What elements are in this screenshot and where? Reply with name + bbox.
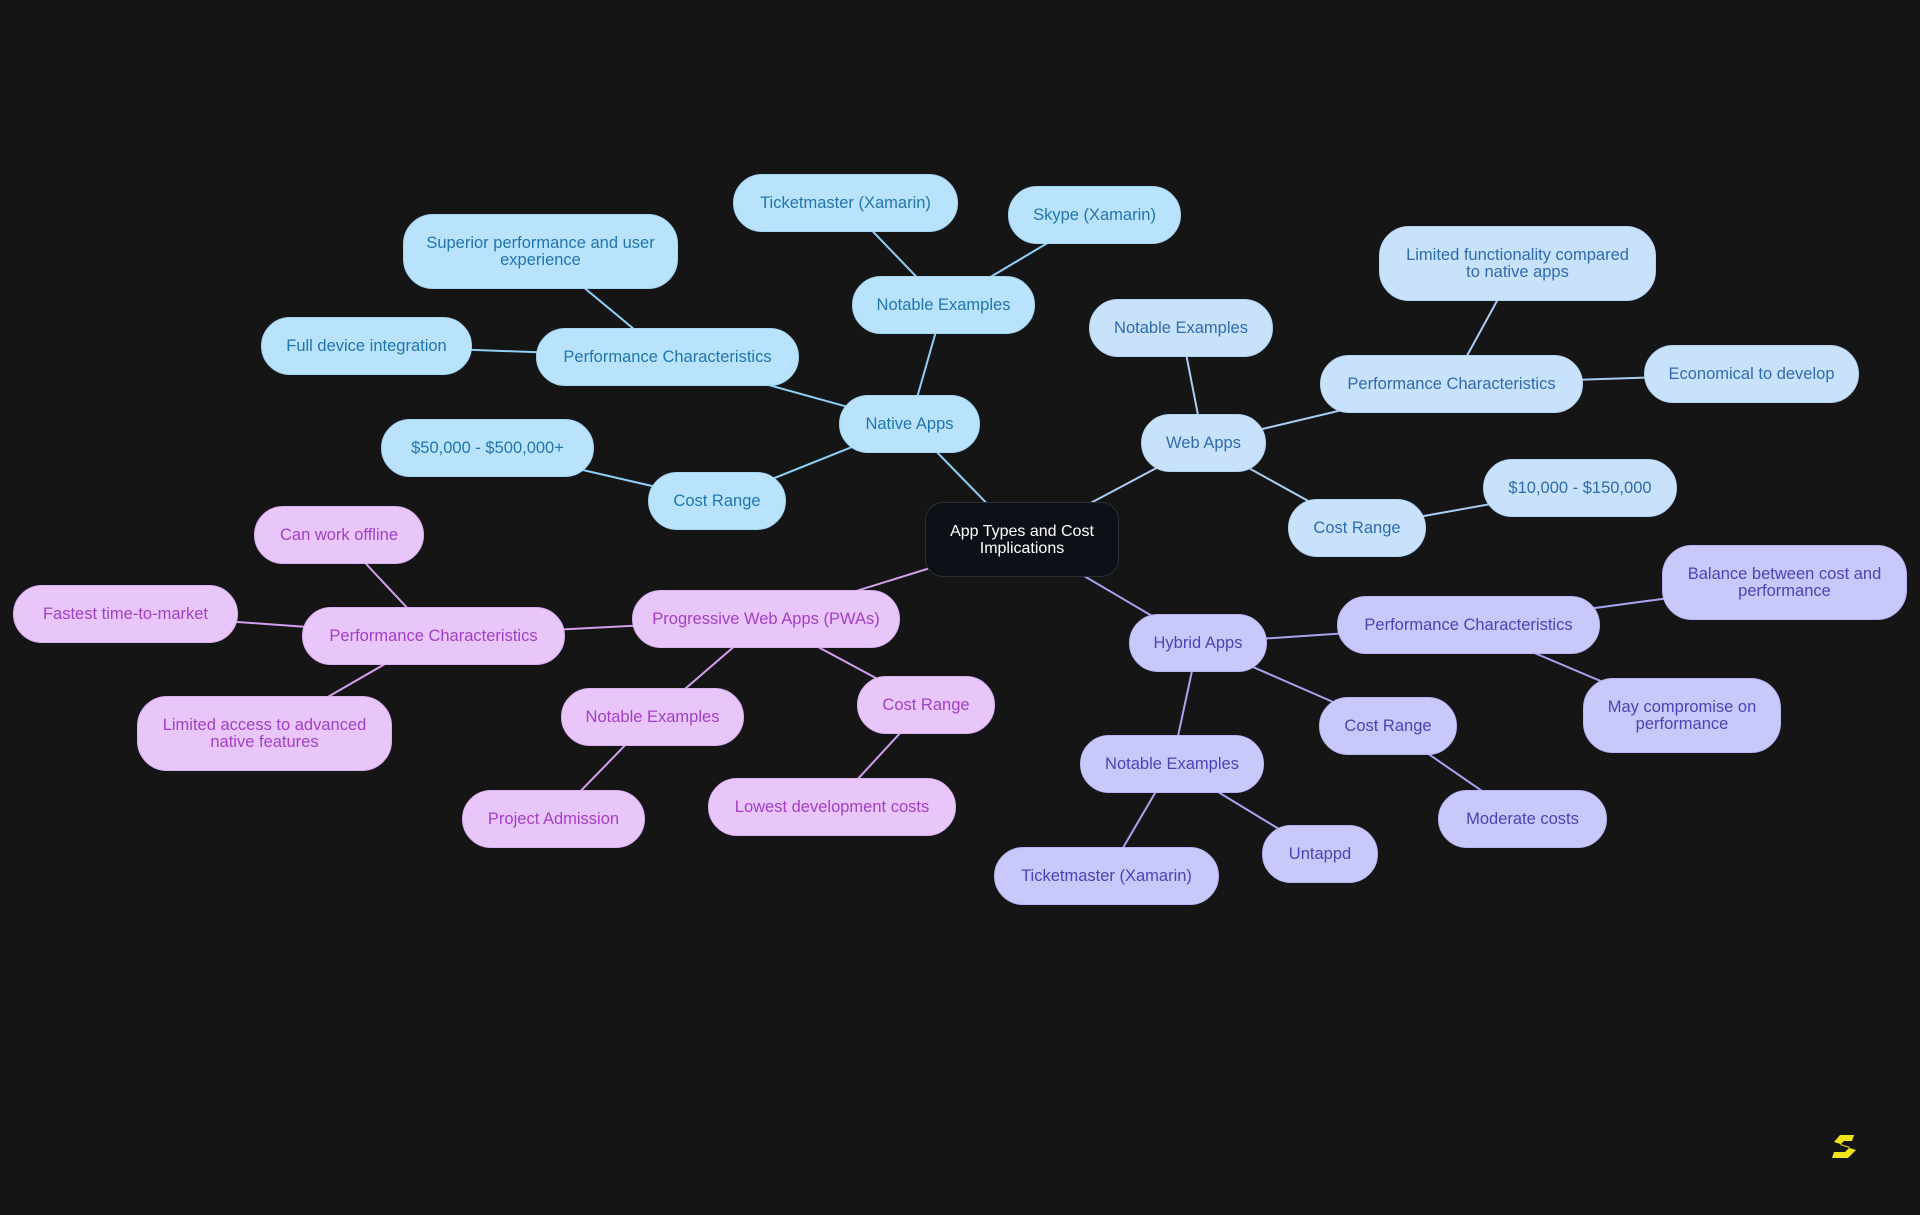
hybrid-example-untappd-node: Untappd [1262, 825, 1378, 883]
native-example-ticketmaster-node: Ticketmaster (Xamarin) [733, 174, 958, 232]
pwa-performance-offline-node: Can work offline [254, 506, 424, 564]
native-performance-device-integration-node: Full device integration [261, 317, 472, 375]
pwa-performance-limited-access-node: Limited access to advanced native featur… [137, 696, 392, 771]
root-node: App Types and Cost Implications [925, 502, 1119, 577]
pwa-notable-examples-node: Notable Examples [561, 688, 744, 746]
web-cost-range-node: Cost Range [1288, 499, 1426, 557]
hybrid-performance-node: Performance Characteristics [1337, 596, 1600, 654]
native-cost-range-node: Cost Range [648, 472, 786, 530]
native-notable-examples-node: Notable Examples [852, 276, 1035, 334]
hybrid-cost-range-node: Cost Range [1319, 697, 1457, 755]
native-apps-node: Native Apps [839, 395, 980, 453]
hybrid-notable-examples-node: Notable Examples [1080, 735, 1264, 793]
web-cost-value-node: $10,000 - $150,000 [1483, 459, 1677, 517]
hybrid-performance-compromise-node: May compromise on performance [1583, 678, 1781, 753]
native-example-skype-node: Skype (Xamarin) [1008, 186, 1181, 244]
web-performance-limited-node: Limited functionality compared to native… [1379, 226, 1656, 301]
hybrid-apps-node: Hybrid Apps [1129, 614, 1267, 672]
pwa-performance-time-to-market-node: Fastest time-to-market [13, 585, 238, 643]
web-notable-examples-node: Notable Examples [1089, 299, 1273, 357]
hybrid-performance-balance-node: Balance between cost and performance [1662, 545, 1907, 620]
pwa-cost-value-node: Lowest development costs [708, 778, 956, 836]
native-cost-value-node: $50,000 - $500,000+ [381, 419, 594, 477]
hybrid-example-ticketmaster-node: Ticketmaster (Xamarin) [994, 847, 1219, 905]
native-performance-superior-node: Superior performance and user experience [403, 214, 678, 289]
native-performance-node: Performance Characteristics [536, 328, 799, 386]
web-performance-node: Performance Characteristics [1320, 355, 1583, 413]
pwa-performance-node: Performance Characteristics [302, 607, 565, 665]
pwa-node: Progressive Web Apps (PWAs) [632, 590, 900, 648]
web-performance-economical-node: Economical to develop [1644, 345, 1859, 403]
s-logo-icon [1832, 1135, 1856, 1158]
web-apps-node: Web Apps [1141, 414, 1266, 472]
pwa-cost-range-node: Cost Range [857, 676, 995, 734]
hybrid-cost-value-node: Moderate costs [1438, 790, 1607, 848]
pwa-example-project-admission-node: Project Admission [462, 790, 645, 848]
